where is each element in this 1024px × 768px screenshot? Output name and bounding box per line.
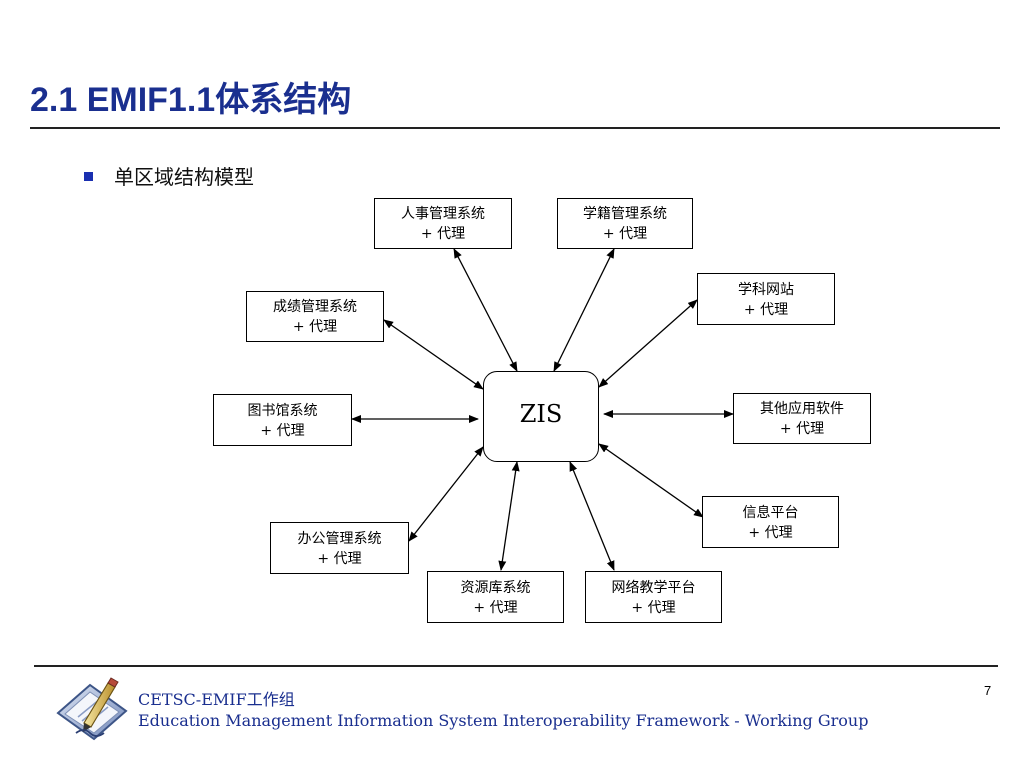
node-sublabel: + 代理 <box>748 524 793 541</box>
node-info: 信息平台 + 代理 <box>702 496 839 548</box>
node-student: 学籍管理系统 + 代理 <box>557 198 693 249</box>
arrow-grades <box>383 319 484 390</box>
node-label: 学科网站 <box>738 281 794 298</box>
node-office: 办公管理系统 + 代理 <box>270 522 409 574</box>
node-label: 其他应用软件 <box>760 401 844 417</box>
node-sublabel: + 代理 <box>292 319 338 335</box>
node-sublabel: + 代理 <box>779 421 825 437</box>
footer-org: CETSC-EMIF工作组 <box>138 690 295 709</box>
node-sublabel: + 代理 <box>420 226 466 242</box>
zis-hub: ZIS <box>483 371 599 462</box>
arrow-hr <box>453 248 518 372</box>
arrow-info <box>598 443 704 518</box>
arrow-elearning <box>569 461 615 571</box>
slide-title: 2.1 EMIF1.1体系结构 <box>30 81 352 119</box>
arrow-subject <box>598 299 698 388</box>
bullet-item: 单区域结构模型 <box>80 162 254 192</box>
node-sublabel: + 代理 <box>260 422 305 439</box>
node-label: 学籍管理系统 <box>583 206 667 222</box>
node-grades: 成绩管理系统 + 代理 <box>246 291 384 342</box>
page-number: 7 <box>984 683 992 698</box>
node-elearning: 网络教学平台 + 代理 <box>585 571 722 623</box>
title-divider <box>30 127 1000 129</box>
node-sublabel: + 代理 <box>631 599 676 616</box>
node-resources: 资源库系统 + 代理 <box>427 571 564 623</box>
node-label: 网络教学平台 <box>611 579 696 596</box>
node-library: 图书馆系统 + 代理 <box>213 394 352 446</box>
node-sublabel: + 代理 <box>317 550 362 567</box>
node-label: 办公管理系统 <box>297 530 382 547</box>
square-bullet-icon <box>84 172 93 181</box>
arrow-office <box>408 446 484 542</box>
node-hr: 人事管理系统 + 代理 <box>374 198 512 249</box>
node-subject: 学科网站 + 代理 <box>697 273 835 325</box>
footer-full-name: Education Management Information System … <box>138 711 869 730</box>
node-label: 资源库系统 <box>460 579 531 596</box>
document-pen-logo-icon <box>56 677 128 741</box>
node-label: 成绩管理系统 <box>273 299 357 315</box>
node-sublabel: + 代理 <box>743 301 789 318</box>
node-label: 人事管理系统 <box>401 206 485 222</box>
node-sublabel: + 代理 <box>473 599 518 616</box>
footer-divider <box>34 665 998 667</box>
node-label: 图书馆系统 <box>247 402 318 419</box>
arrow-resources <box>498 461 520 571</box>
bullet-text: 单区域结构模型 <box>114 165 254 189</box>
node-other: 其他应用软件 + 代理 <box>733 393 871 444</box>
arrow-student <box>553 248 615 372</box>
node-sublabel: + 代理 <box>602 226 648 242</box>
node-label: 信息平台 <box>742 504 799 521</box>
